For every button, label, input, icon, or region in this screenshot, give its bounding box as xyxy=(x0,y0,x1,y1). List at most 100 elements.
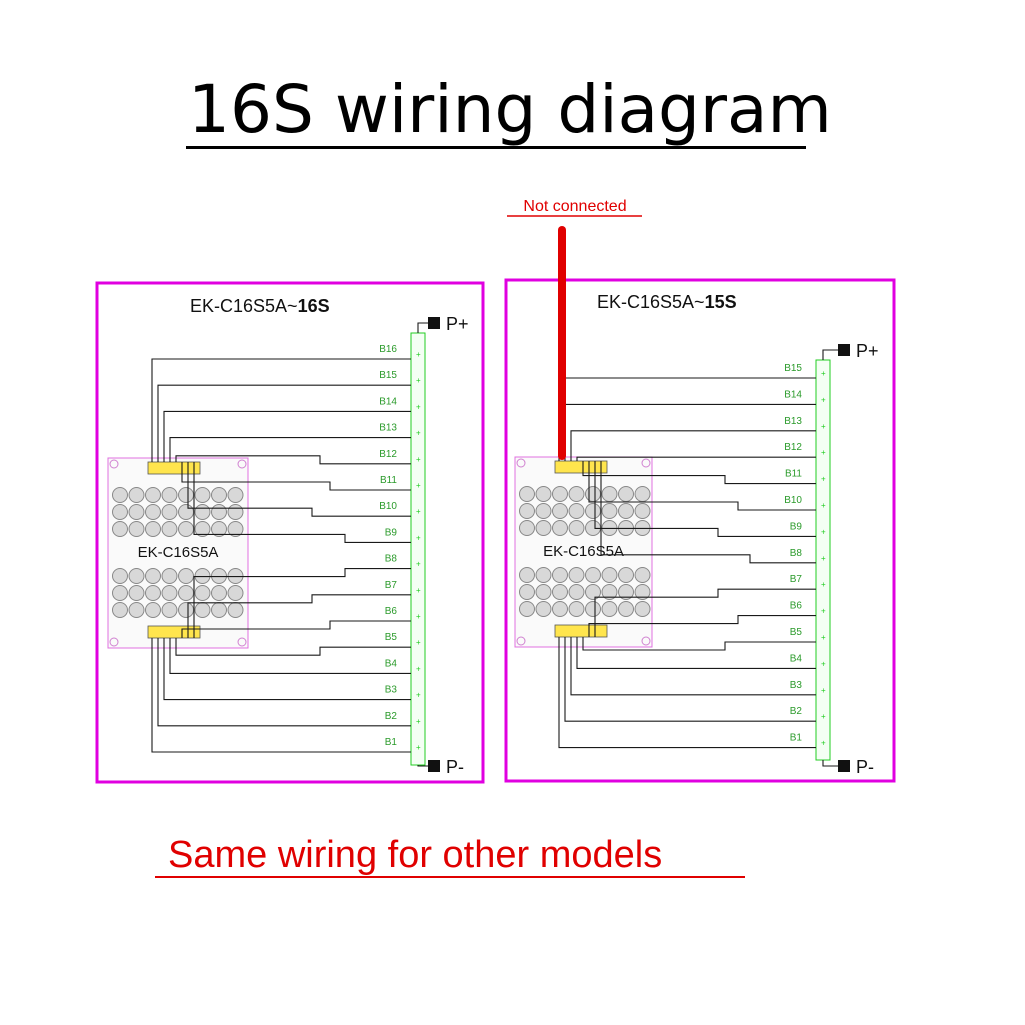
panel-heading-prefix: EK-C16S5A~ xyxy=(597,292,705,312)
terminal-mark: + xyxy=(416,612,421,621)
terminal-mark: + xyxy=(416,638,421,647)
cell-label: B4 xyxy=(385,658,398,669)
mosfet xyxy=(601,486,618,502)
mosfet xyxy=(112,504,128,520)
bottom-connector xyxy=(554,624,608,638)
panel-frame xyxy=(504,278,896,783)
mosfet xyxy=(194,568,211,584)
mosfet xyxy=(178,487,194,503)
mosfet xyxy=(634,503,651,519)
routing-wire xyxy=(157,384,366,462)
terminal-mark: + xyxy=(821,448,826,457)
p-plus-terminal xyxy=(838,344,850,356)
cell-label: B8 xyxy=(385,554,398,565)
mosfet xyxy=(211,521,227,537)
mosfet xyxy=(145,487,161,503)
mosfet xyxy=(128,602,145,618)
routing-wire xyxy=(570,637,771,696)
cell-label: B9 xyxy=(790,521,803,532)
mosfet xyxy=(634,486,651,502)
routing-wire xyxy=(163,638,366,701)
routing-wire xyxy=(588,615,771,637)
routing-wire xyxy=(582,637,771,651)
cell-label: B13 xyxy=(379,423,397,434)
cell-label: B2 xyxy=(385,711,398,722)
terminal-mark: + xyxy=(821,501,826,510)
mosfet xyxy=(601,584,618,600)
mosfet xyxy=(634,567,651,583)
routing-wire xyxy=(151,638,366,753)
mosfet xyxy=(145,521,161,537)
mosfet xyxy=(112,568,128,584)
routing-wire xyxy=(576,456,771,461)
cell-label: B1 xyxy=(790,733,803,744)
mosfet xyxy=(618,601,634,617)
routing-wire xyxy=(588,461,771,511)
routing-wire xyxy=(582,461,771,485)
terminal-mark: + xyxy=(416,664,421,673)
mosfet xyxy=(211,585,227,601)
terminal-mark: + xyxy=(821,475,826,484)
mosfet xyxy=(194,602,211,618)
mosfet xyxy=(618,503,634,519)
mosfet xyxy=(128,521,145,537)
bottom-connector xyxy=(147,625,201,639)
mosfet xyxy=(535,486,552,502)
terminal-mark: + xyxy=(416,429,421,438)
p-minus-label: P- xyxy=(446,757,464,777)
mosfet xyxy=(519,486,535,502)
routing-wire xyxy=(175,455,366,465)
mosfet xyxy=(552,601,568,617)
mosfet xyxy=(161,602,178,618)
p-plus-label: P+ xyxy=(856,341,879,361)
mount-hole xyxy=(237,459,247,469)
cell-label: B10 xyxy=(784,495,802,506)
cell-label: B5 xyxy=(790,627,803,638)
footer-underline xyxy=(155,876,745,878)
mosfet xyxy=(585,567,601,583)
mosfet xyxy=(601,503,618,519)
mosfet xyxy=(568,567,585,583)
panel-heading-count: 16S xyxy=(298,296,330,316)
mosfet xyxy=(519,584,535,600)
p-plus-terminal xyxy=(428,317,440,329)
terminal-mark: + xyxy=(416,481,421,490)
cell-label: B11 xyxy=(380,475,397,486)
mosfet xyxy=(227,585,244,601)
cell-label: B13 xyxy=(784,416,802,427)
routing-wire xyxy=(181,620,366,638)
terminal-mark: + xyxy=(416,507,421,516)
routing-wire xyxy=(193,568,366,638)
top-connector xyxy=(147,461,201,475)
mosfet xyxy=(211,487,227,503)
mosfet xyxy=(568,601,585,617)
mosfet xyxy=(535,601,552,617)
cell-label: B15 xyxy=(784,363,802,374)
mosfet xyxy=(161,585,178,601)
panel-15s: EK-C16S5A~15SEK-C16S5AB15+B14+B13+B12+B1… xyxy=(504,198,896,783)
mosfet xyxy=(211,602,227,618)
mosfet xyxy=(568,520,585,536)
mosfet xyxy=(194,487,211,503)
cell-label: B8 xyxy=(790,548,803,559)
cell-label: B11 xyxy=(785,469,802,480)
mosfet xyxy=(128,568,145,584)
terminal-mark: + xyxy=(821,607,826,616)
mosfet xyxy=(618,584,634,600)
mosfet xyxy=(535,584,552,600)
cell-label: B12 xyxy=(784,442,802,453)
mosfet xyxy=(145,504,161,520)
cell-label: B7 xyxy=(790,574,803,585)
page-title: 16S wiring diagram xyxy=(188,71,832,148)
terminal-mark: + xyxy=(416,533,421,542)
mosfet xyxy=(601,567,618,583)
mosfet xyxy=(112,585,128,601)
mosfet xyxy=(535,520,552,536)
panel-16s: EK-C16S5A~16SEK-C16S5AB16+B15+B14+B13+B1… xyxy=(95,281,485,784)
mosfet xyxy=(519,601,535,617)
mount-hole xyxy=(109,637,119,647)
not-connected-label: Not connected xyxy=(523,198,626,215)
mosfet xyxy=(178,504,194,520)
mosfet xyxy=(519,520,535,536)
mosfet xyxy=(552,584,568,600)
